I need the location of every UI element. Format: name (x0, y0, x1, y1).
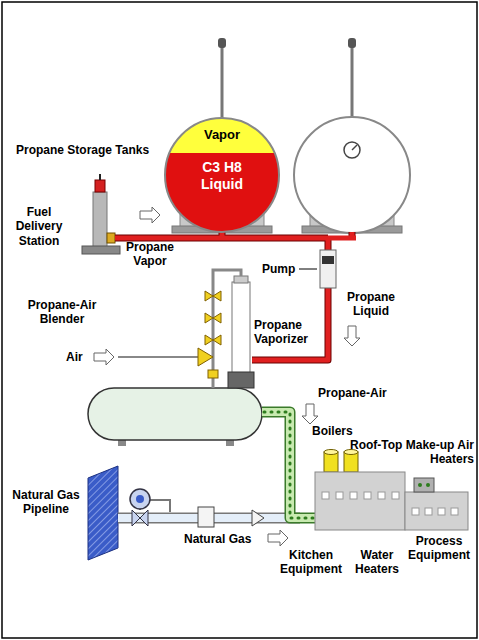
natural-gas-pipe-part (130, 489, 150, 509)
blender-part (213, 313, 221, 323)
flow-label: Propane Liquid (340, 290, 402, 319)
fuel-delivery-post (82, 174, 120, 254)
propane-air-pipe (262, 412, 315, 518)
blender-part (213, 335, 221, 345)
blender-part (198, 348, 213, 366)
storage-tank-part (352, 145, 357, 150)
gas-pipeline-part (88, 466, 118, 560)
building-part (438, 508, 445, 515)
equipment-label: Kitchen Equipment (274, 548, 348, 577)
blender-part (118, 356, 198, 358)
natural-gas-pipe-part (136, 495, 144, 503)
building-part (315, 472, 405, 530)
storage-tank-part (294, 117, 410, 233)
fuel-delivery-post-part (107, 233, 115, 243)
arrow-part (344, 326, 360, 346)
fuel-delivery-post-part (82, 246, 120, 254)
building-part (451, 508, 458, 515)
storage-tank-part (344, 142, 360, 158)
vent-stack-part (348, 38, 356, 48)
arrow-part (140, 207, 160, 223)
building-part (425, 508, 432, 515)
component-label: Roof-Top Make-up Air Heaters (340, 438, 474, 467)
vaporizer-part (234, 276, 248, 283)
blender-part (213, 291, 221, 301)
building-part (322, 492, 329, 499)
building-part (405, 492, 468, 530)
propane-air-pipe-part (262, 412, 315, 518)
station-label: Fuel Delivery Station (8, 205, 70, 248)
component-label: Boilers (312, 424, 353, 438)
fuel-delivery-post-part (95, 180, 105, 192)
pump-part (322, 256, 334, 264)
building-part (350, 492, 357, 499)
storage-tank: Vapor C3 H8 Liquid (164, 117, 280, 233)
vent-stack-part (218, 38, 226, 48)
blender (118, 285, 221, 388)
vaporizer (213, 270, 254, 388)
natural-gas-pipe-part (140, 510, 148, 526)
equipment-label: Process Equipment (404, 534, 474, 563)
flow-label: Propane Vapor (118, 240, 182, 269)
vapor-label: Vapor (164, 127, 280, 143)
building-part (426, 483, 430, 487)
propane-air-pipe-part (262, 412, 315, 518)
tank-shell (165, 118, 279, 232)
component-label: Propane Storage Tanks (16, 143, 149, 157)
natural-gas-pipe-part (198, 507, 214, 527)
liquid-space (164, 153, 280, 233)
storage-tank (294, 117, 410, 233)
pump-part (299, 269, 317, 270)
receiver-tank-part (88, 388, 262, 440)
natural-gas-pipe-part (252, 510, 264, 526)
vent-stack-part (221, 46, 224, 120)
component-label: Natural Gas Pipeline (4, 488, 88, 517)
building-part (418, 483, 422, 487)
blender-part (205, 313, 213, 323)
pump (299, 250, 336, 288)
building-part (378, 492, 385, 499)
vaporizer-part (232, 282, 250, 374)
receiver-tank (88, 388, 262, 446)
vent-stack-part (351, 46, 354, 120)
arrow-part (94, 349, 114, 365)
gas-pipeline (88, 466, 118, 560)
building-part (364, 492, 371, 499)
natural-gas-pipe-part (132, 510, 140, 526)
tank-contents (164, 117, 280, 233)
blender-part (205, 335, 213, 345)
flow-label: Air (66, 350, 83, 364)
blender-part (208, 370, 218, 378)
pump-part (320, 250, 336, 288)
propane-air-pipe-part (264, 412, 313, 518)
building-part (336, 492, 343, 499)
arrow-part (302, 404, 318, 424)
vaporizer-part (228, 372, 254, 388)
vent-stack (218, 38, 356, 120)
liquid-label: C3 H8 Liquid (192, 159, 252, 193)
pump-label: Pump (262, 262, 295, 276)
blender-part (205, 291, 213, 301)
building-part (412, 508, 419, 515)
equipment-label: Water Heaters (349, 548, 405, 577)
flow-label: Natural Gas (184, 532, 251, 546)
component-label: Propane-Air Blender (14, 298, 110, 327)
building-part (414, 478, 434, 492)
component-label: Propane Vaporizer (254, 318, 322, 347)
building-part (324, 450, 338, 455)
fuel-delivery-post-part (99, 174, 101, 180)
vaporizer-part (213, 270, 241, 285)
arrow-part (268, 530, 288, 546)
flow-label: Propane-Air (318, 386, 387, 400)
fuel-delivery-post-part (93, 192, 107, 248)
building-part (392, 492, 399, 499)
natural-gas-pipe (118, 489, 300, 527)
